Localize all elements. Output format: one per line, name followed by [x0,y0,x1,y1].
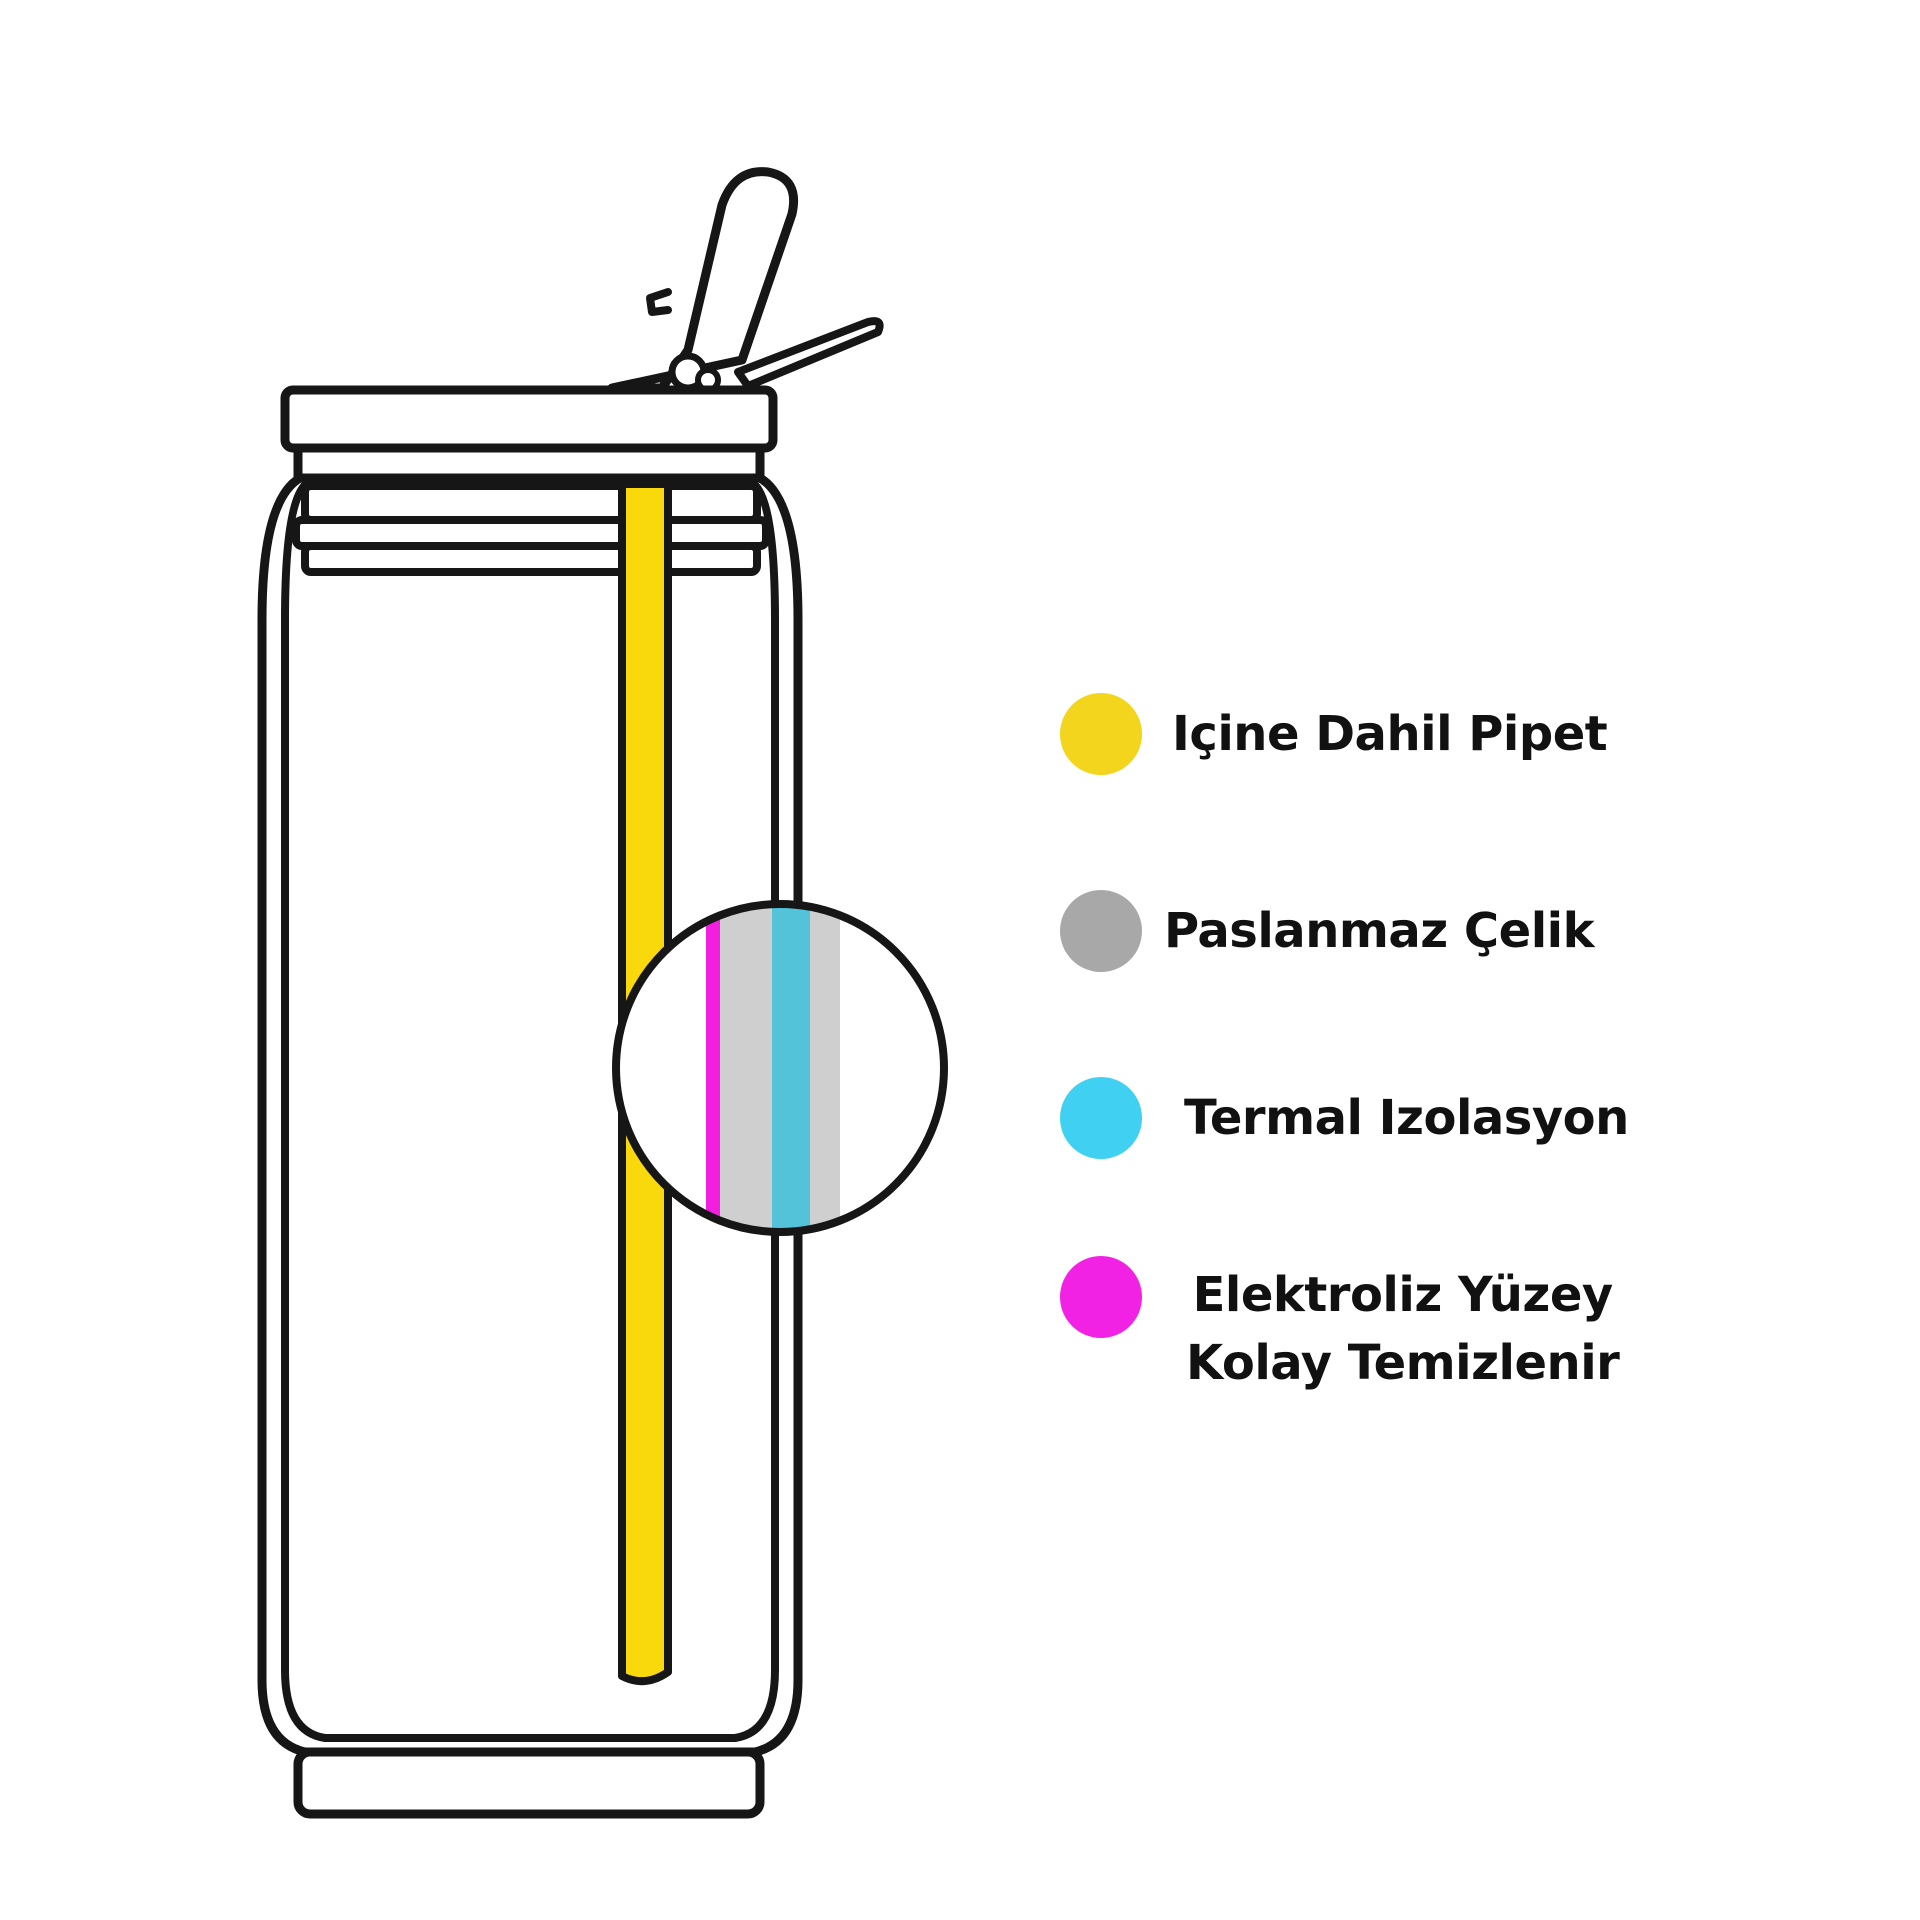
lid-cap [280,385,778,453]
legend-label-steel: Paslanmaz Çelik [1164,903,1595,959]
legend-item-surface: Elektroliz Yüzey Kolay Temizlenir [1060,1256,1620,1397]
lid-band [293,443,765,483]
cyan-dot-icon [1060,1077,1142,1159]
thread-ring-lower [301,542,761,576]
spout-icon [607,167,798,393]
thread-ring-upper [301,482,761,524]
legend-item-steel: Paslanmaz Çelik [1060,890,1595,972]
legend-item-straw: Içine Dahil Pipet [1060,693,1608,775]
layer-steel-outer [810,904,840,1232]
legend-label-surface-line-2: Kolay Temizlenir [1186,1335,1620,1391]
legend-label-surface: Elektroliz Yüzey Kolay Temizlenir [1186,1261,1620,1397]
magnifier-circle [612,900,948,1236]
bottle-base [293,1747,765,1819]
hinge-lever-icon [734,317,884,390]
bottle-inner-wall [281,481,779,1742]
gray-dot-icon [1060,890,1142,972]
magenta-dot-icon [1060,1256,1142,1338]
legend-item-insulation: Termal Izolasyon [1060,1077,1629,1159]
legend-label-straw: Içine Dahil Pipet [1172,706,1608,762]
legend-label-surface-line-1: Elektroliz Yüzey [1192,1267,1614,1323]
spout-notch [646,288,672,316]
legend-label-insulation: Termal Izolasyon [1184,1090,1629,1146]
yellow-dot-icon [1060,693,1142,775]
layer-steel-inner [720,904,772,1232]
layer-surface [706,904,720,1232]
layer-insulation [772,904,810,1232]
